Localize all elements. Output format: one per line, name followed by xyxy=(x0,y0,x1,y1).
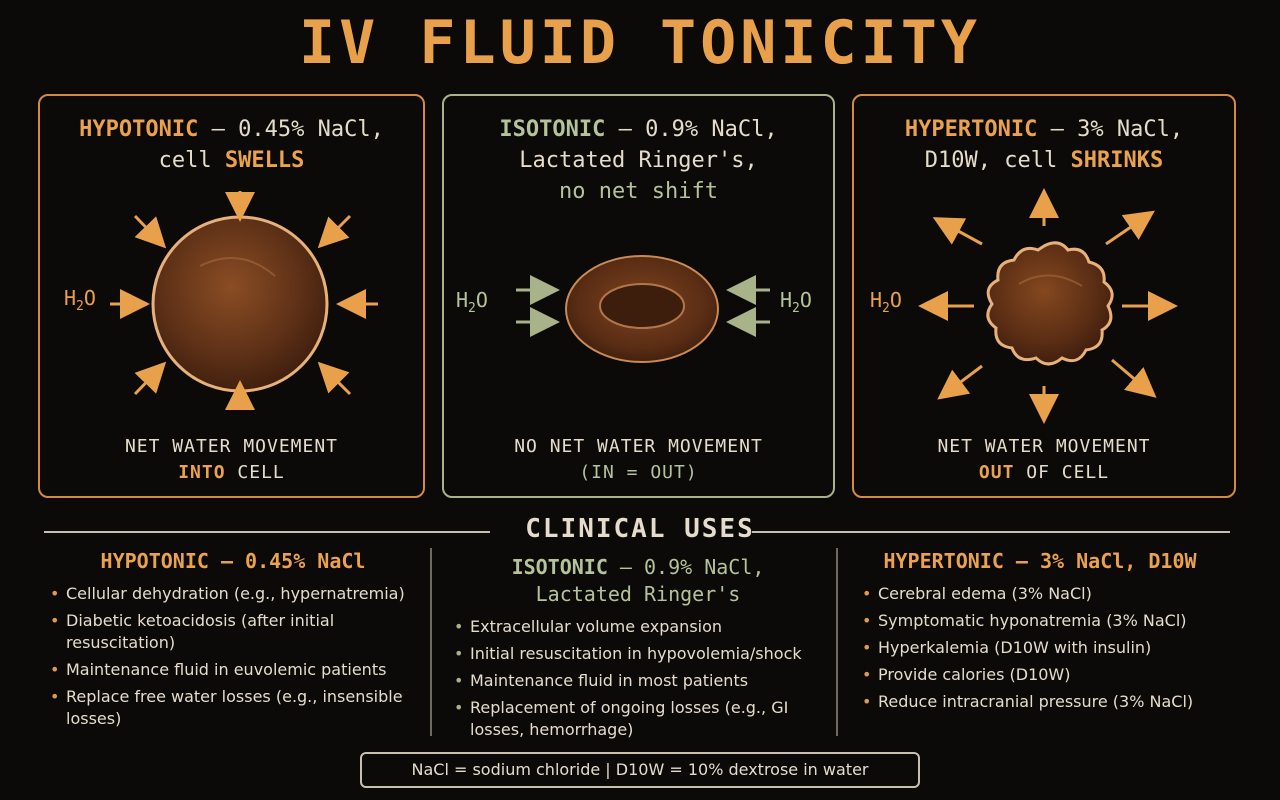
list-item: Maintenance fluid in euvolemic patients xyxy=(48,659,418,681)
list-item: Maintenance fluid in most patients xyxy=(452,670,824,692)
list-item: Symptomatic hyponatremia (3% NaCl) xyxy=(860,610,1220,632)
divider-left xyxy=(44,531,490,533)
list-item: Extracellular volume expansion xyxy=(452,616,824,638)
hypotonic-uses: HYPOTONIC — 0.45% NaCl Cellular dehydrat… xyxy=(48,548,418,735)
h2o-label: H2O xyxy=(870,288,902,316)
column-divider xyxy=(430,548,432,736)
inward-arrows xyxy=(110,191,378,410)
hypertonic-panel: HYPERTONIC — 3% NaCl, D10W, cell SHRINKS… xyxy=(852,94,1236,498)
hypertonic-uses-title: HYPERTONIC — 3% NaCl, D10W xyxy=(883,549,1197,573)
page-title: IV FLUID TONICITY xyxy=(298,8,982,78)
isotonic-panel-title: ISOTONIC — 0.9% NaCl, Lactated Ringer's,… xyxy=(499,117,778,204)
divider-right xyxy=(752,531,1230,533)
balanced-arrows xyxy=(516,275,770,337)
h2o-label-right: H2O xyxy=(780,288,812,316)
hypotonic-uses-title: HYPOTONIC — 0.45% NaCl xyxy=(100,549,366,573)
swollen-cell xyxy=(151,215,329,393)
isotonic-net-movement: NO NET WATER MOVEMENT (IN = OUT) xyxy=(514,436,763,483)
isotonic-cell-diagram xyxy=(516,255,770,363)
clinical-uses-heading: CLINICAL USES xyxy=(525,514,755,544)
hypertonic-panel-title: HYPERTONIC — 3% NaCl, D10W, cell SHRINKS xyxy=(904,117,1184,173)
crenated-cell xyxy=(986,241,1114,366)
column-divider xyxy=(836,548,838,736)
outward-arrows xyxy=(918,188,1178,424)
hypertonic-uses-list: Cerebral edema (3% NaCl) Symptomatic hyp… xyxy=(860,583,1220,713)
h2o-label-left: H2O xyxy=(456,288,488,316)
isotonic-uses: ISOTONIC — 0.9% NaCl, Lactated Ringer's … xyxy=(452,554,824,746)
abbreviation-legend: NaCl = sodium chloride | D10W = 10% dext… xyxy=(360,752,920,788)
isotonic-panel: ISOTONIC — 0.9% NaCl, Lactated Ringer's,… xyxy=(442,94,835,498)
isotonic-uses-list: Extracellular volume expansion Initial r… xyxy=(452,616,824,741)
hypotonic-net-movement: NET WATER MOVEMENT INTO CELL xyxy=(124,436,339,483)
list-item: Cerebral edema (3% NaCl) xyxy=(860,583,1220,605)
hypotonic-uses-list: Cellular dehydration (e.g., hypernatremi… xyxy=(48,583,418,730)
list-item: Hyperkalemia (D10W with insulin) xyxy=(860,637,1220,659)
hypertonic-cell-diagram xyxy=(918,188,1178,424)
isotonic-uses-title: ISOTONIC — 0.9% NaCl, Lactated Ringer's xyxy=(511,555,765,606)
list-item: Replace free water losses (e.g., insensi… xyxy=(48,686,418,730)
hypertonic-uses: HYPERTONIC — 3% NaCl, D10W Cerebral edem… xyxy=(860,548,1220,718)
hypotonic-panel: HYPOTONIC — 0.45% NaCl, cell SWELLS xyxy=(38,94,425,498)
hypertonic-net-movement: NET WATER MOVEMENT OUT OF CELL xyxy=(937,436,1151,483)
list-item: Diabetic ketoacidosis (after initial res… xyxy=(48,610,418,654)
hypotonic-panel-title: HYPOTONIC — 0.45% NaCl, cell SWELLS xyxy=(79,117,384,173)
list-item: Reduce intracranial pressure (3% NaCl) xyxy=(860,691,1220,713)
list-item: Initial resuscitation in hypovolemia/sho… xyxy=(452,643,824,665)
h2o-label: H2O xyxy=(64,286,96,314)
hypotonic-cell-diagram xyxy=(110,191,378,410)
list-item: Replacement of ongoing losses (e.g., GI … xyxy=(452,697,824,741)
list-item: Provide calories (D10W) xyxy=(860,664,1220,686)
list-item: Cellular dehydration (e.g., hypernatremi… xyxy=(48,583,418,605)
